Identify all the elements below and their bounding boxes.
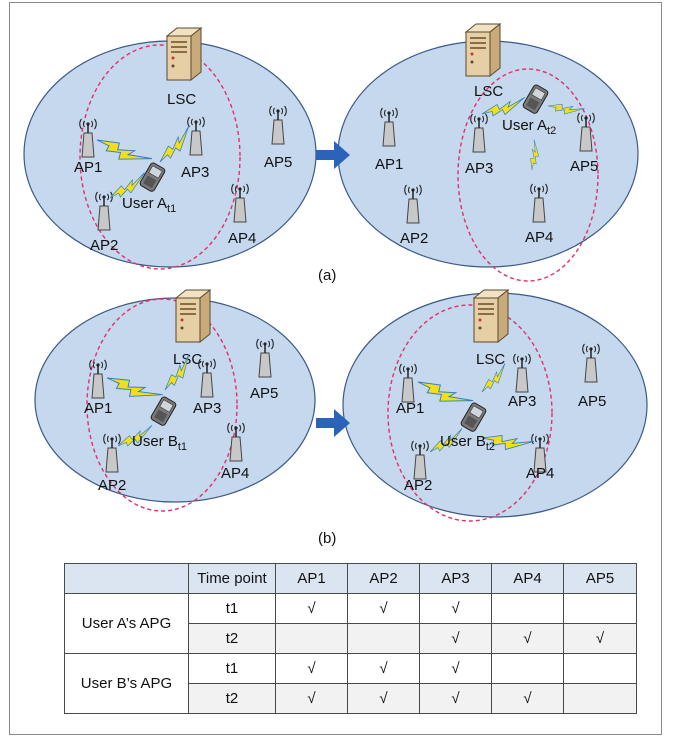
time-point-cell: t2 xyxy=(188,683,276,714)
lsc-server-icon xyxy=(465,23,501,77)
group-label: User A’s APG xyxy=(64,593,189,654)
mark-cell: √ xyxy=(275,593,348,624)
table-row: User B’s APG t1 √ √ √ xyxy=(64,653,637,714)
ap1-label: AP1 xyxy=(74,159,102,176)
lsc-label: LSC xyxy=(167,91,196,108)
ap3-label: AP3 xyxy=(193,400,221,417)
mark-cell xyxy=(563,593,637,624)
mark-cell xyxy=(491,653,564,684)
table-row: t2 √ √ √ √ xyxy=(65,683,637,714)
apg-ellipse-b-left xyxy=(86,298,238,512)
caption-a: (a) xyxy=(318,267,336,284)
ap2-label: AP2 xyxy=(98,477,126,494)
user-b-t2-label: User Bt2 xyxy=(440,433,495,453)
ap2-label: AP2 xyxy=(404,477,432,494)
lsc-label: LSC xyxy=(476,351,505,368)
ap3-label: AP3 xyxy=(508,393,536,410)
caption-b: (b) xyxy=(318,530,336,547)
transition-arrow-b xyxy=(316,409,350,437)
table-header-cell: Time point xyxy=(188,563,276,594)
ap4-label: AP4 xyxy=(525,229,553,246)
lsc-label: LSC xyxy=(474,83,503,100)
table-header-cell: AP5 xyxy=(563,563,637,594)
table-header-row: Time point AP1 AP2 AP3 AP4 AP5 xyxy=(64,563,637,594)
network-cloud-b-left xyxy=(34,297,316,503)
mark-cell xyxy=(347,623,420,654)
apg-ellipse-b-right xyxy=(387,304,553,522)
user-a-t2-label: User At2 xyxy=(502,117,556,137)
ap2-label: AP2 xyxy=(90,237,118,254)
mark-cell: √ xyxy=(275,683,348,714)
mark-cell: √ xyxy=(347,593,420,624)
ap4-label: AP4 xyxy=(228,230,256,247)
ap3-label: AP3 xyxy=(181,164,209,181)
mark-cell: √ xyxy=(419,683,492,714)
ap4-label: AP4 xyxy=(526,465,554,482)
table-header-cell: AP1 xyxy=(275,563,348,594)
table-row: t2 √ √ √ xyxy=(65,623,637,654)
mark-cell xyxy=(275,623,348,654)
ap5-label: AP5 xyxy=(578,393,606,410)
apg-table: Time point AP1 AP2 AP3 AP4 AP5 User A’s … xyxy=(64,563,637,714)
ap1-label: AP1 xyxy=(84,400,112,417)
ap3-label: AP3 xyxy=(465,160,493,177)
network-diagram: LSC AP1 AP3 AP5 AP2 AP4 User At1 LSC AP1… xyxy=(23,23,648,547)
mark-cell: √ xyxy=(563,623,637,654)
ap1-label: AP1 xyxy=(375,156,403,173)
mark-cell: √ xyxy=(491,623,564,654)
ap4-label: AP4 xyxy=(221,465,249,482)
ap5-label: AP5 xyxy=(264,154,292,171)
time-point-cell: t2 xyxy=(188,623,276,654)
mark-cell: √ xyxy=(347,653,420,684)
lsc-server-icon xyxy=(473,289,509,343)
mark-cell: √ xyxy=(419,593,492,624)
table-header-cell: AP4 xyxy=(491,563,564,594)
mark-cell xyxy=(491,593,564,624)
mark-cell: √ xyxy=(419,653,492,684)
time-point-cell: t1 xyxy=(188,653,276,684)
time-point-cell: t1 xyxy=(188,593,276,624)
user-a-t1-label: User At1 xyxy=(122,195,176,215)
transition-arrow-a xyxy=(316,141,350,169)
table-header-cell xyxy=(64,563,189,594)
table-row: User A’s APG t1 √ √ √ xyxy=(64,593,637,654)
mark-cell: √ xyxy=(419,623,492,654)
mark-cell: √ xyxy=(347,683,420,714)
group-label: User B’s APG xyxy=(64,653,189,714)
lsc-server-icon xyxy=(166,27,202,81)
table-header-cell: AP3 xyxy=(419,563,492,594)
mark-cell: √ xyxy=(491,683,564,714)
table-header-cell: AP2 xyxy=(347,563,420,594)
user-b-t1-label: User Bt1 xyxy=(132,433,187,453)
ap1-label: AP1 xyxy=(396,400,424,417)
lsc-server-icon xyxy=(175,289,211,343)
ap2-label: AP2 xyxy=(400,230,428,247)
apg-ellipse-a-right xyxy=(457,68,599,282)
mark-cell: √ xyxy=(275,653,348,684)
apg-ellipse-a-left xyxy=(79,44,241,270)
mark-cell xyxy=(563,653,637,684)
ap5-label: AP5 xyxy=(570,158,598,175)
mark-cell xyxy=(563,683,637,714)
ap5-label: AP5 xyxy=(250,385,278,402)
